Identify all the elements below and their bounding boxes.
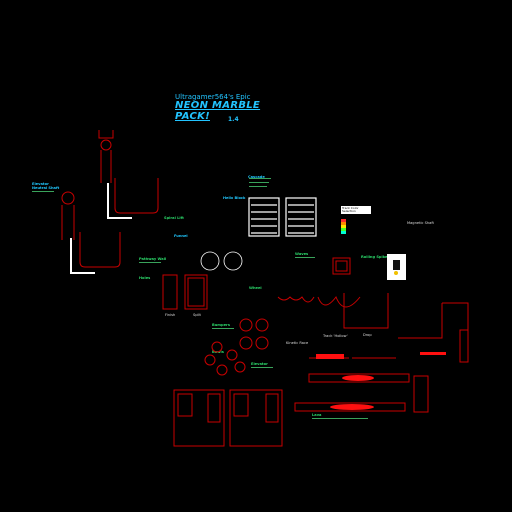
palette-subtitle: Selection <box>342 209 356 214</box>
bowl-5 <box>234 361 246 373</box>
hole-column-2 <box>184 274 208 310</box>
right-post <box>459 329 469 363</box>
white-elevator-2 <box>70 238 95 274</box>
magnetic-core <box>393 260 400 270</box>
white-elevator-1 <box>107 183 132 219</box>
elevator-shaft <box>100 150 112 183</box>
bowl-3 <box>226 349 238 361</box>
palette-swatches <box>341 219 346 234</box>
bowl-1 <box>211 341 223 353</box>
label-rolling-spikes: Rolling Spikes <box>361 255 390 259</box>
right-block <box>413 375 429 413</box>
label-kinetic: Kinetic Race <box>286 341 309 345</box>
header-title-line1: NEON MARBLE <box>175 100 261 111</box>
lava-track-bottom <box>294 402 406 412</box>
bottom-box-2-b <box>265 393 279 423</box>
kinetic-lava <box>316 354 344 359</box>
hole-column-2-inner <box>187 277 205 307</box>
drop-basin <box>343 293 389 329</box>
bottom-box-2 <box>229 389 283 447</box>
waves-note <box>295 257 315 258</box>
label-drop: Drop <box>363 333 372 337</box>
label-funnel: Funnel <box>174 234 188 238</box>
label-elevator-top: Elevator <box>32 182 49 186</box>
label-magnetic: Magnetic Shaft <box>407 221 434 225</box>
wave-box <box>332 257 351 275</box>
palette-title: Track Color <box>342 206 359 210</box>
label-pathway: Pathway Wall <box>139 257 167 261</box>
label-waves: Waves <box>295 252 309 256</box>
bumpers-note <box>212 328 234 329</box>
label-holes: Holes <box>139 276 151 280</box>
bottom-box-1-b <box>207 393 221 423</box>
bumper-4 <box>255 336 269 350</box>
label-split: Split <box>193 313 201 317</box>
bumper-3 <box>239 336 253 350</box>
label-elevator-btm: Elevator <box>251 362 268 366</box>
label-lava: Lava <box>312 413 322 417</box>
cascade-rungs <box>288 204 314 234</box>
label-track: Track 'Hollow' <box>323 334 348 338</box>
bowl-2 <box>204 354 216 366</box>
cascade-note-3 <box>249 186 267 187</box>
elevator-btm-note <box>251 367 273 368</box>
bottom-box-1-a <box>177 393 193 417</box>
label-cascade: Cascade <box>248 175 265 179</box>
right-track <box>398 302 469 347</box>
wave-box-inner <box>335 260 348 272</box>
bottom-box-2-a <box>233 393 249 417</box>
swatch-orange[interactable] <box>341 222 346 225</box>
cascade-note-2 <box>249 182 269 183</box>
lava-note <box>312 418 368 419</box>
pathway-note <box>139 262 161 263</box>
hole-column-1 <box>162 274 178 310</box>
right-lava <box>420 352 446 355</box>
label-wheel: Wheel <box>249 286 262 290</box>
helix-rungs <box>251 204 277 234</box>
u-bowl-2 <box>79 232 121 268</box>
spiral-shaft <box>61 205 75 240</box>
swatch-cyan[interactable] <box>341 231 346 234</box>
bumper-2 <box>255 318 269 332</box>
label-elevator-sub: Neutral Shaft <box>32 186 60 190</box>
bowl-4 <box>216 364 228 376</box>
big-wheel-right <box>223 251 243 271</box>
lava-track-top <box>308 373 410 383</box>
version-label: 1.4 <box>228 116 239 123</box>
spiral-wheel <box>61 191 75 205</box>
lava-glow-top <box>342 375 374 381</box>
big-wheel-left <box>200 251 220 271</box>
elevator-note <box>32 191 54 192</box>
elevator-wheel <box>100 139 112 151</box>
bottom-box-1 <box>173 389 225 447</box>
cascade-note-1 <box>249 178 271 179</box>
wave-track <box>277 295 361 308</box>
header-title-line2: PACK! <box>175 111 210 122</box>
swatch-yellow[interactable] <box>341 225 346 228</box>
magnetic-marble <box>394 271 398 275</box>
header-subtitle: Ultragamer564's Epic <box>175 93 251 101</box>
swatch-red[interactable] <box>341 219 346 222</box>
label-spiral: Spiral Lift <box>164 216 184 220</box>
cascade-frame <box>285 197 317 237</box>
label-helix: Helix Block <box>223 196 246 200</box>
swatch-green[interactable] <box>341 228 346 231</box>
lava-glow-bottom <box>330 404 374 410</box>
u-bowl-1 <box>114 178 159 214</box>
label-bumpers: Bumpers <box>212 323 230 327</box>
label-finish: Finish <box>165 313 176 317</box>
helix-frame <box>248 197 280 237</box>
bumper-1 <box>239 318 253 332</box>
elevator-top-cup <box>98 130 114 139</box>
track-color-palette: Track Color Selection <box>341 206 371 215</box>
